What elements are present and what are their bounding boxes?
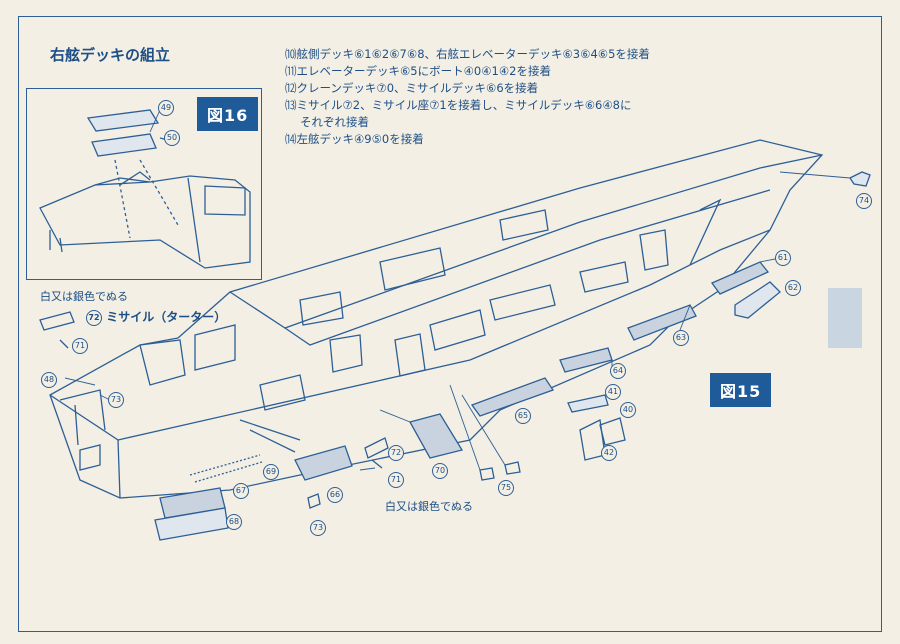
part-number: 75 — [498, 480, 514, 496]
part-number: 63 — [673, 330, 689, 346]
part-number: 71 — [72, 338, 88, 354]
part-number: 69 — [263, 464, 279, 480]
missile-label: 72 ミサイル（ターター） — [86, 308, 226, 327]
part-number: 68 — [226, 514, 242, 530]
part-number-72: 72 — [86, 310, 102, 326]
part-number: 73 — [108, 392, 124, 408]
part-number: 61 — [775, 250, 791, 266]
instruction-step-13-cont: それぞれ接着 — [300, 115, 369, 129]
part-number: 73 — [310, 520, 326, 536]
part-number: 72 — [388, 445, 404, 461]
section-title: 右舷デッキの組立 — [50, 46, 171, 64]
part-number: 66 — [327, 487, 343, 503]
part-number: 74 — [856, 193, 872, 209]
instruction-step-12: ⑿クレーンデッキ⑦0、ミサイルデッキ⑥6を接着 — [285, 81, 539, 95]
part-number: 49 — [158, 100, 174, 116]
instruction-list: ⑽舷側デッキ⑥1⑥2⑥7⑥8、右舷エレベーターデッキ⑥3⑥4⑥5を接着 ⑾エレベ… — [285, 46, 705, 148]
part-number: 42 — [601, 445, 617, 461]
instruction-step-11: ⑾エレベーターデッキ⑥5にボート④0④1④2を接着 — [285, 64, 552, 78]
part-number: 41 — [605, 384, 621, 400]
paint-note-left: 白又は銀色でぬる — [40, 290, 128, 303]
figure-16-badge: 図16 — [197, 97, 259, 131]
instruction-step-10: ⑽舷側デッキ⑥1⑥2⑥7⑥8、右舷エレベーターデッキ⑥3⑥4⑥5を接着 — [285, 47, 650, 61]
part-number: 65 — [515, 408, 531, 424]
paint-note-bottom: 白又は銀色でぬる — [385, 500, 473, 513]
instruction-step-14: ⒁左舷デッキ④9⑤0を接着 — [285, 132, 424, 146]
part-number: 67 — [233, 483, 249, 499]
figure-16-inset — [26, 88, 262, 280]
parts-drawings — [39, 171, 871, 541]
part-number: 40 — [620, 402, 636, 418]
part-number: 50 — [164, 130, 180, 146]
part-number: 64 — [610, 363, 626, 379]
part-number: 48 — [41, 372, 57, 388]
part-number: 62 — [785, 280, 801, 296]
instruction-step-13: ⒀ミサイル⑦2、ミサイル座⑦1を接着し、ミサイルデッキ⑥6④8に — [285, 98, 632, 112]
leader-lines — [64, 109, 851, 471]
figure-15-badge: 図15 — [710, 373, 772, 407]
missile-label-text: ミサイル（ターター） — [106, 310, 227, 324]
side-tab-marker — [828, 288, 862, 348]
part-number: 71 — [388, 472, 404, 488]
part-number: 70 — [432, 463, 448, 479]
page-frame — [18, 16, 882, 632]
inset-stern-drawing — [39, 107, 251, 269]
